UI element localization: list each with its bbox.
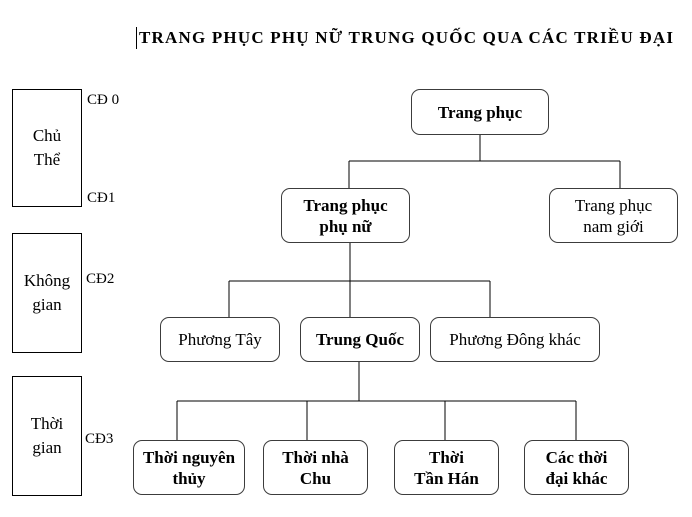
node-trang-phuc-nam-gioi[interactable]: Trang phục nam giới [549,188,678,243]
level-label-cd2: CĐ2 [86,271,115,287]
node-thoi-nguyen-thuy[interactable]: Thời nguyên thủy [133,440,245,495]
node-thoi-nha-chu[interactable]: Thời nhà Chu [263,440,368,495]
node-phuong-tay[interactable]: Phương Tây [160,317,280,362]
node-trang-phuc[interactable]: Trang phục [411,89,549,135]
node-cac-thoi-dai-khac[interactable]: Các thời đại khác [524,440,629,495]
node-thoi-tan-han[interactable]: Thời Tần Hán [394,440,499,495]
node-phuong-dong-khac[interactable]: Phương Đông khác [430,317,600,362]
level-label-cd1: CĐ1 [87,190,116,206]
level-label-cd0: CĐ 0 [87,92,120,108]
sidebar-box-khong-gian[interactable]: Không gian [12,233,82,353]
diagram-title[interactable]: TRANG PHỤC PHỤ NỮ TRUNG QUỐC QUA CÁC TRI… [139,28,675,47]
level-label-cd3: CĐ3 [85,431,114,447]
sidebar-box-thoi-gian[interactable]: Thời gian [12,376,82,496]
title-row: TRANG PHỤC PHỤ NỮ TRUNG QUỐC QUA CÁC TRI… [136,27,674,49]
node-trung-quoc[interactable]: Trung Quốc [300,317,420,362]
node-trang-phuc-phu-nu[interactable]: Trang phục phụ nữ [281,188,410,243]
sidebar-box-chu-the[interactable]: Chủ Thể [12,89,82,207]
text-cursor [136,27,137,49]
